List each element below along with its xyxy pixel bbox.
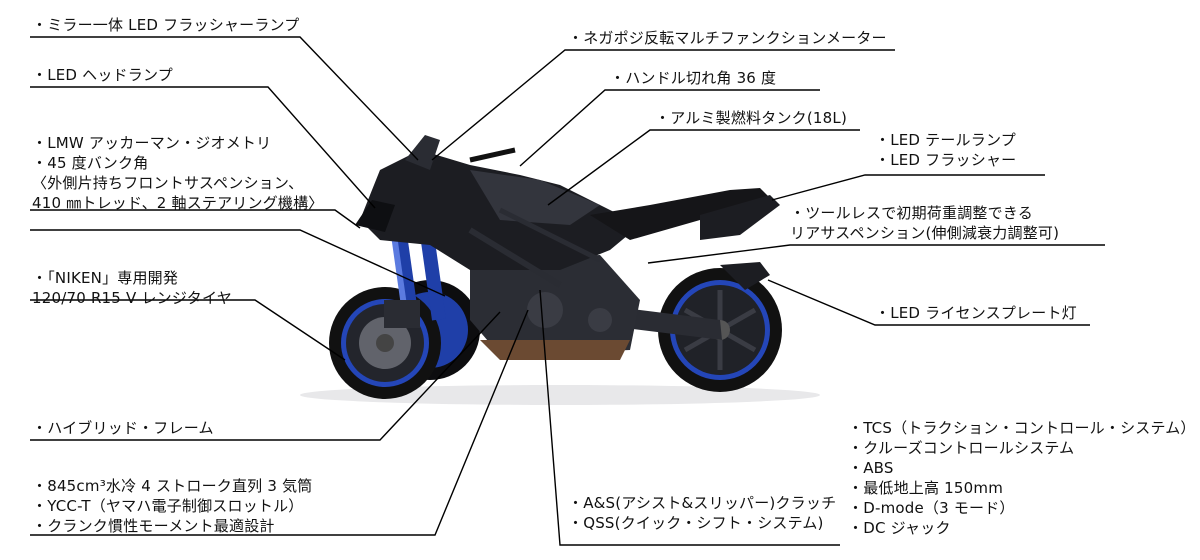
label-text: ・LED ライセンスプレート灯 [875,304,1077,322]
engine [470,255,640,360]
label-text: ・ハイブリッド・フレーム [32,419,214,437]
label-text: ・ABS [848,459,894,477]
label-text: ・アルミ製燃料タンク(18L) [655,109,847,127]
label-tank: ・アルミ製燃料タンク(18L) [655,108,847,128]
label-frame: ・ハイブリッド・フレーム [32,418,214,438]
label-text: ・クランク慣性モーメント最適設計 [32,517,275,535]
label-text: ・LED テールランプ [875,131,1016,149]
label-text: ・45 度バンク角 [32,154,149,172]
label-text: ・ミラー一体 LED フラッシャーランプ [32,16,300,34]
label-text: ・「NIKEN」専用開発 [32,269,179,287]
label-text: ・YCC-T（ヤマハ電子制御スロットル） [32,497,304,515]
label-text: ・LMW アッカーマン・ジオメトリ [32,134,272,152]
label-mirror-flasher: ・ミラー一体 LED フラッシャーランプ [32,15,299,35]
label-headlamp: ・LED ヘッドランプ [32,65,173,85]
label-text: 〈外側片持ちフロントサスペンション、 [32,174,304,192]
motorcycle-body [355,135,780,290]
label-meter: ・ネガポジ反転マルチファンクションメーター [568,28,887,48]
label-text: ・ハンドル切れ角 36 度 [610,69,777,87]
label-rear-suspension: ・ツールレスで初期荷重調整できる リアサスペンション(伸側減衰力調整可) [790,203,1059,243]
label-text: 410 ㎜トレッド、2 軸ステアリング機構〉 [32,194,324,212]
label-text: ・ツールレスで初期荷重調整できる [790,204,1033,222]
ground-shadow [300,385,820,405]
label-text: ・845cm³水冷 4 ストローク直列 3 気筒 [32,477,313,495]
label-text: ・最低地上高 150mm [848,479,1004,497]
label-tail: ・LED テールランプ ・LED フラッシャー [875,130,1016,170]
label-handle: ・ハンドル切れ角 36 度 [610,68,776,88]
label-license-lamp: ・LED ライセンスプレート灯 [875,303,1077,323]
label-text: 120/70 R15 V レンジタイヤ [32,289,232,307]
label-clutch: ・A&S(アシスト&スリッパー)クラッチ ・QSS(クイック・シフト・システム) [568,493,836,533]
label-systems: ・TCS（トラクション・コントロール・システム） ・クルーズコントロールシステム… [848,418,1196,538]
label-text: ・DC ジャック [848,519,951,537]
label-text: ・LED フラッシャー [875,151,1017,169]
front-forks [384,224,446,328]
label-text: ・ネガポジ反転マルチファンクションメーター [568,29,887,47]
label-text: ・クルーズコントロールシステム [848,439,1075,457]
label-text: ・QSS(クイック・シフト・システム) [568,514,824,532]
label-text: ・TCS（トラクション・コントロール・システム） [848,419,1196,437]
label-text: リアサスペンション(伸側減衰力調整可) [790,224,1060,242]
label-lmw: ・LMW アッカーマン・ジオメトリ ・45 度バンク角 〈外側片持ちフロントサス… [32,133,324,213]
label-text: ・D-mode（3 モード） [848,499,1015,517]
leader-lines [30,36,1105,546]
label-text: ・LED ヘッドランプ [32,66,173,84]
label-tire: ・「NIKEN」専用開発 120/70 R15 V レンジタイヤ [32,268,232,308]
label-engine: ・845cm³水冷 4 ストローク直列 3 気筒 ・YCC-T（ヤマハ電子制御ス… [32,476,312,536]
label-text: ・A&S(アシスト&スリッパー)クラッチ [568,494,837,512]
